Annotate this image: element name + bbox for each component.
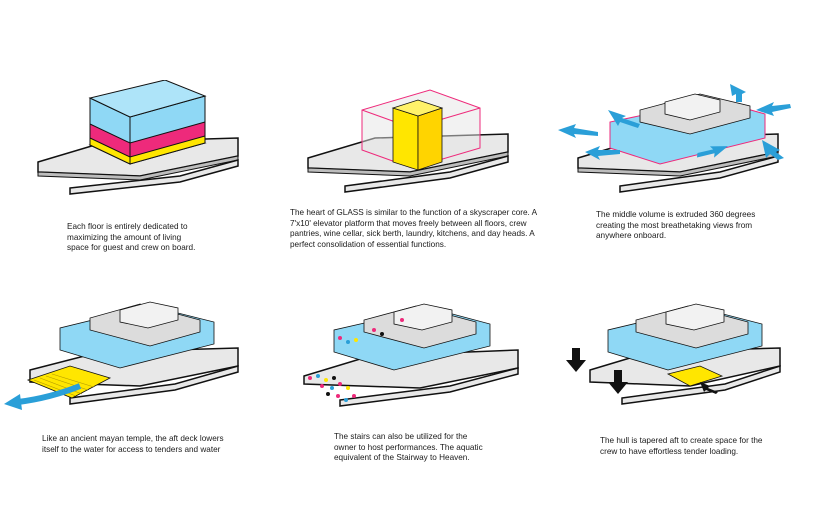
hull-lower: [344, 155, 509, 193]
panel-core: The heart of GLASS is similar to the fun…: [290, 80, 560, 270]
stairs-illustration: [303, 303, 519, 407]
arrow-left-icon: [558, 124, 598, 138]
arrow-front-icon: [696, 146, 728, 158]
caption-stairs: The stairs can also be utilized for the …: [334, 432, 483, 463]
hull-lower: [621, 364, 781, 405]
core-front: [392, 107, 419, 171]
panel-floors: Each floor is entirely dedicated to maxi…: [20, 80, 270, 270]
caption-tapered-hull: The hull is tapered aft to create space …: [600, 436, 763, 456]
floors-illustration: [37, 80, 239, 195]
panel-tapered-hull: The hull is tapered aft to create space …: [550, 290, 818, 490]
caption-extrude: The middle volume is extruded 360 degree…: [596, 210, 756, 241]
hull-lower: [69, 365, 239, 405]
core-top: [391, 99, 444, 117]
core-side: [417, 107, 443, 171]
caption-floors: Each floor is entirely dedicated to maxi…: [67, 222, 196, 253]
top-block: [665, 303, 725, 331]
arrow-out-icon: [700, 382, 718, 394]
arrow-downright-icon: [762, 140, 784, 160]
panel-aft-deck: Like an ancient mayan temple, the aft de…: [0, 290, 270, 490]
tapered-hull-illustration: [566, 303, 781, 405]
hull-lower: [619, 155, 779, 193]
caption-core: The heart of GLASS is similar to the fun…: [290, 208, 538, 249]
layer-cyan-top: [88, 80, 207, 118]
arrow-left-lower-icon: [585, 146, 620, 160]
core-illustration: [307, 89, 509, 193]
arrow-up-icon: [730, 84, 746, 102]
arrow-down-second-icon: [608, 370, 628, 394]
tender-boat: [666, 365, 724, 387]
arrow-upleft-icon: [608, 110, 640, 128]
extrude-illustration: [558, 84, 791, 193]
arrow-down-icon: [566, 348, 586, 372]
hull-lower: [339, 367, 519, 407]
arrow-right-icon: [756, 102, 791, 116]
panel-stairs: The stairs can also be utilized for the …: [290, 290, 560, 490]
top-block: [664, 93, 721, 121]
hull-lower: [69, 159, 239, 195]
caption-aft-deck: Like an ancient mayan temple, the aft de…: [42, 434, 224, 454]
top-block: [119, 301, 179, 329]
audience-dots: [308, 318, 404, 402]
arrow-lower-icon: [17, 383, 82, 405]
arrow-head-icon: [4, 394, 22, 410]
panel-extrude: The middle volume is extruded 360 degree…: [550, 80, 818, 270]
top-block: [393, 303, 453, 331]
aft-deck-illustration: [4, 301, 239, 410]
